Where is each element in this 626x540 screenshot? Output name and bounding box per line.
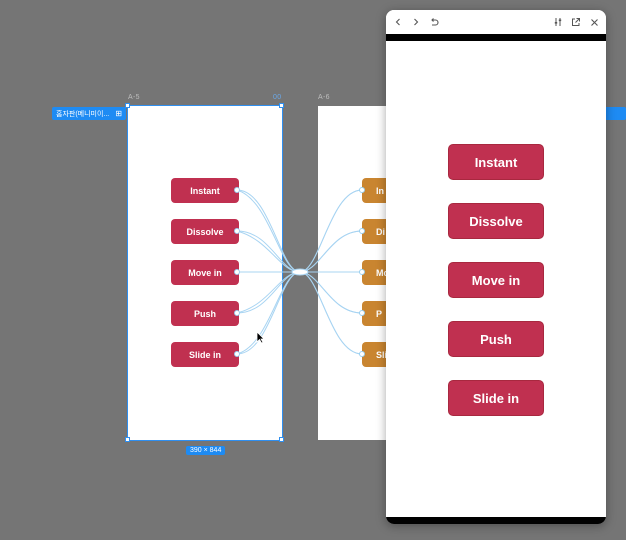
connector-node[interactable] [359, 351, 365, 357]
frame-a5-corner-label: 00 [273, 94, 282, 101]
resize-handle-br[interactable] [279, 437, 284, 442]
cursor-icon [256, 331, 265, 344]
resize-handle-bl[interactable] [125, 437, 130, 442]
canvas-button-move-in[interactable]: Move in [171, 260, 239, 285]
connector-node[interactable] [359, 187, 365, 193]
prototype-button-dissolve[interactable]: Dissolve [448, 203, 544, 239]
connector-node[interactable] [234, 228, 240, 234]
external-link-icon[interactable] [571, 17, 581, 27]
connector-node[interactable] [359, 228, 365, 234]
frame-a6-label[interactable]: A-6 [318, 94, 330, 101]
chevron-left-icon[interactable] [393, 17, 403, 27]
device-top-strip [386, 34, 606, 41]
canvas-button-dissolve[interactable]: Dissolve [171, 219, 239, 244]
restart-icon[interactable] [429, 17, 439, 27]
preview-toolbar [386, 10, 606, 34]
canvas-button-instant[interactable]: Instant [171, 178, 239, 203]
connector-dissolve [236, 230, 363, 273]
sliders-icon[interactable] [553, 17, 563, 27]
connector-instant [236, 189, 363, 273]
connector-push [236, 271, 363, 314]
connector-node[interactable] [234, 187, 240, 193]
prototype-button-slide-in[interactable]: Slide in [448, 380, 544, 416]
connector-node[interactable] [234, 351, 240, 357]
frame-name-tag[interactable]: 홈자판(메니미이... ⊞ [52, 107, 126, 120]
canvas-button-slide-in[interactable]: Slide in [171, 342, 239, 367]
connector-node[interactable] [234, 269, 240, 275]
prototype-button-push[interactable]: Push [448, 321, 544, 357]
resize-handle-tl[interactable] [125, 103, 130, 108]
connector-instant-2 [236, 189, 363, 273]
connector-node[interactable] [234, 310, 240, 316]
connector-node[interactable] [359, 269, 365, 275]
frame-icon: ⊞ [115, 109, 122, 118]
connector-dissolve-2 [236, 189, 363, 273]
canvas-button-push[interactable]: Push [171, 301, 239, 326]
close-icon[interactable] [589, 17, 599, 27]
right-frame-tag[interactable] [604, 107, 626, 120]
chevron-right-icon[interactable] [411, 17, 421, 27]
connector-node[interactable] [359, 310, 365, 316]
prototype-button-move-in[interactable]: Move in [448, 262, 544, 298]
prototype-screen: Instant Dissolve Move in Push Slide in [386, 41, 606, 517]
prototype-button-instant[interactable]: Instant [448, 144, 544, 180]
frame-name-text: 홈자판(메니미이... [56, 110, 110, 118]
resize-handle-tr[interactable] [279, 103, 284, 108]
frame-a5-label[interactable]: A-5 [128, 94, 140, 101]
size-badge: 390 × 844 [186, 446, 226, 455]
device-bottom-strip [386, 517, 606, 524]
prototype-preview-window: Instant Dissolve Move in Push Slide in [386, 10, 606, 524]
